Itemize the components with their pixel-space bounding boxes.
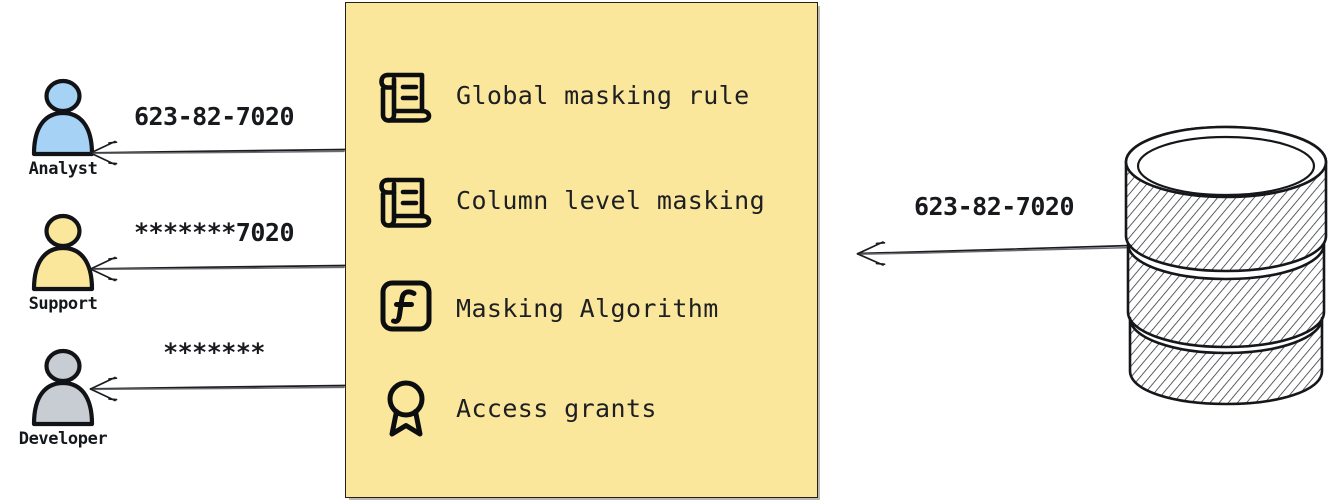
arrow-left-icon: [89, 140, 347, 166]
policy-panel: Global masking rule Column level masking…: [345, 2, 818, 498]
policy-label: Global masking rule: [456, 80, 750, 110]
policy-row: Access grants: [378, 378, 657, 438]
actor-analyst: Analyst: [8, 78, 118, 179]
function-icon: [380, 280, 432, 332]
flow-developer: *******: [78, 338, 350, 408]
flow-database: 623-82-7020: [845, 186, 1135, 266]
database-cylinder-icon: [1112, 116, 1340, 406]
award-ribbon-icon: [387, 380, 425, 437]
arrow-left-icon: [89, 256, 347, 282]
policy-label: Masking Algorithm: [456, 293, 719, 323]
policy-label: Access grants: [456, 393, 657, 423]
flow-label: 623-82-7020: [913, 192, 1075, 221]
flow-label: *******7020: [133, 218, 295, 247]
arrow-left-icon: [856, 241, 1132, 266]
scroll-icon: [379, 72, 432, 123]
flow-label: *******: [163, 338, 265, 367]
flow-label: 623-82-7020: [133, 102, 295, 131]
flow-support: *******7020: [78, 218, 350, 288]
scroll-icon: [379, 177, 432, 228]
actor-label: Analyst: [28, 159, 98, 179]
arrow-left-icon: [89, 376, 347, 402]
person-icon: [31, 78, 95, 157]
flow-analyst: 623-82-7020: [78, 102, 350, 172]
person-icon: [31, 213, 95, 292]
actor-support: Support: [8, 213, 118, 314]
actor-label: Support: [28, 294, 98, 314]
policy-row: Column level masking: [378, 170, 765, 230]
policy-label: Column level masking: [456, 185, 766, 215]
actor-label: Developer: [18, 429, 108, 449]
policy-row: Global masking rule: [378, 65, 750, 125]
actor-developer: Developer: [8, 348, 118, 449]
policy-row: Masking Algorithm: [378, 278, 719, 338]
person-icon: [31, 348, 95, 427]
